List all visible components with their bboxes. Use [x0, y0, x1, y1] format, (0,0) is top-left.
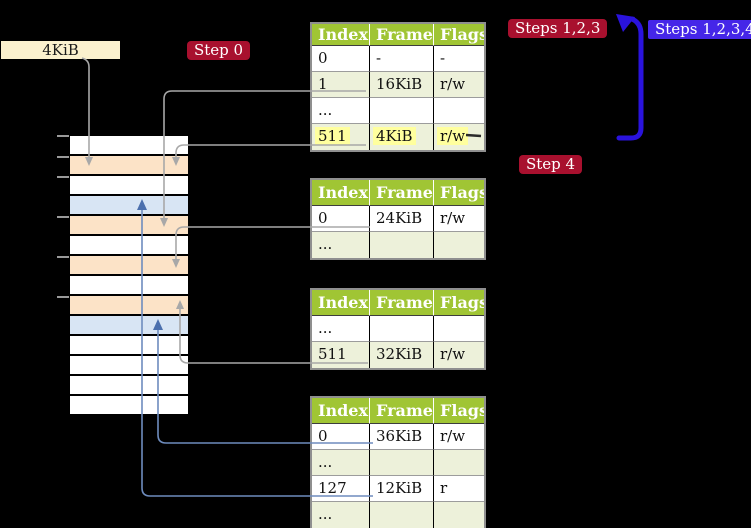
recursive-translation-arrow — [616, 14, 644, 141]
table-row: ... — [312, 232, 484, 258]
table-row: ... — [312, 316, 484, 342]
cell-flags: r/w — [434, 206, 484, 232]
highlighted-value: 4KiB — [373, 127, 416, 145]
cell-frame — [370, 232, 434, 258]
memory-frame-free — [70, 276, 188, 296]
steps-123-label: Steps 1,2,3 — [508, 19, 608, 38]
memory-frame-free — [70, 176, 188, 196]
cell-index: ... — [312, 98, 370, 124]
cell-frame: 32KiB — [370, 342, 434, 368]
memory-frame-free — [70, 376, 188, 396]
header-cell: Index — [312, 24, 370, 46]
cell-flags: r/w — [434, 72, 484, 98]
header-cell: Index — [312, 290, 370, 316]
cell-frame: - — [370, 46, 434, 72]
cell-index: 511 — [312, 124, 370, 150]
memory-frame-free — [70, 336, 188, 356]
cell-index: ... — [312, 502, 370, 528]
table-row: ... — [312, 450, 484, 476]
header-cell: Frame — [370, 290, 434, 316]
cell-index: ... — [312, 232, 370, 258]
cell-flags: r — [434, 476, 484, 502]
cell-flags: r/w — [440, 345, 466, 363]
highlighted-value: 511 — [315, 127, 350, 145]
cell-frame: 4KiB — [370, 124, 434, 150]
cell-frame — [370, 316, 434, 342]
cell-index: 0 — [312, 424, 370, 450]
cell-flags — [434, 98, 484, 124]
cell-flags: r/w — [434, 124, 484, 150]
cell-flags: - — [434, 46, 484, 72]
cell-frame: 16KiB — [370, 72, 434, 98]
table-row: 511 4KiB r/w — [312, 124, 484, 150]
header-cell: Flags — [434, 180, 484, 206]
free-frame-label-box: 4KiB — [1, 41, 120, 59]
memory-frame-free — [70, 136, 188, 156]
header-cell: Flags — [434, 398, 484, 424]
memory-tick — [57, 176, 69, 178]
memory-frame-table — [70, 296, 188, 316]
step-4-label: Step 4 — [519, 155, 583, 174]
memory-frame-table — [70, 156, 188, 176]
steps-1234-label: Steps 1,2,3,4 — [648, 20, 751, 39]
memory-frame-table — [70, 216, 188, 236]
cell-index: 0 — [312, 206, 370, 232]
cell-flags — [434, 316, 484, 342]
cell-index: 127 — [312, 476, 370, 502]
cell-flags: r/w — [434, 424, 484, 450]
cell-flags — [434, 502, 484, 528]
memory-tick — [57, 135, 69, 137]
table-row: ... — [312, 98, 484, 124]
cell-frame: 12KiB — [370, 476, 434, 502]
memory-tick — [57, 156, 69, 158]
header-cell: Index — [312, 180, 370, 206]
step-0-label: Step 0 — [187, 41, 251, 60]
header-cell: Index — [312, 398, 370, 424]
cell-flags — [434, 232, 484, 258]
header-cell: Frame — [370, 398, 434, 424]
memory-tick — [57, 256, 69, 258]
cell-index: 511 — [312, 342, 370, 368]
table-row: 0-- — [312, 46, 484, 72]
cell-frame — [370, 502, 434, 528]
memory-frame-table — [70, 256, 188, 276]
memory-frame-free — [70, 396, 188, 416]
header-cell: Flags — [434, 290, 484, 316]
cell-frame: 36KiB — [370, 424, 434, 450]
memory-frame-page — [70, 196, 188, 216]
header-cell: Flags — [434, 24, 484, 46]
cell-index: 1 — [312, 72, 370, 98]
header-cell: Frame — [370, 24, 434, 46]
cell-flags — [434, 450, 484, 476]
memory-frame-page — [70, 316, 188, 336]
memory-frame-free — [70, 356, 188, 376]
memory-frame-free — [70, 236, 188, 256]
cell-index: ... — [312, 450, 370, 476]
cell-index: ... — [312, 316, 370, 342]
header-cell: Frame — [370, 180, 434, 206]
cell-frame — [370, 98, 434, 124]
cell-frame: 24KiB — [370, 206, 434, 232]
memory-tick — [57, 216, 69, 218]
table-row: ... — [312, 502, 484, 528]
memory-tick — [57, 296, 69, 298]
cell-frame — [370, 450, 434, 476]
highlighted-value: r/w — [437, 127, 469, 145]
cell-index: 0 — [312, 46, 370, 72]
physical-memory-strip — [70, 136, 188, 416]
